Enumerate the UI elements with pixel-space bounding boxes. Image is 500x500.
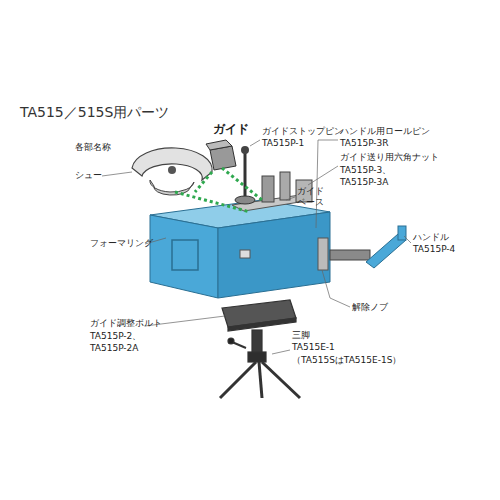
part-number: TA515E-1 — [292, 342, 335, 353]
part-number: TA515P-1 — [262, 138, 304, 149]
part-name: ハンドル — [413, 232, 449, 243]
part-number: TA515P-2A — [90, 343, 139, 354]
part-number: TA515P-2、 — [90, 331, 141, 342]
part-number: TA515P-3A — [340, 177, 389, 188]
part-name: 解除ノブ — [352, 302, 388, 313]
part-name: ガイドストップピン — [262, 126, 343, 137]
part-number: TA515P-3、 — [340, 165, 391, 176]
section-heading: 各部名称 — [75, 142, 111, 153]
part-name: ガイド調整ボルト — [90, 318, 162, 329]
part-name: シュー — [75, 170, 102, 181]
part-name: フォーマリング — [90, 238, 153, 249]
part-name: ガイド — [213, 122, 249, 137]
part-name: 三脚 — [292, 330, 310, 341]
part-number: （TA515SはTA515E-1S） — [292, 355, 401, 366]
diagram-title: TA515／515S用パーツ — [20, 104, 169, 122]
part-name: ガイド送り用六角ナット — [340, 152, 439, 163]
part-number: TA515P-4 — [413, 244, 455, 255]
part-number: TA515P-3R — [340, 138, 389, 149]
part-name: ガイド ベース — [297, 186, 327, 209]
part-name: ハンドル用ロールピン — [340, 126, 430, 137]
